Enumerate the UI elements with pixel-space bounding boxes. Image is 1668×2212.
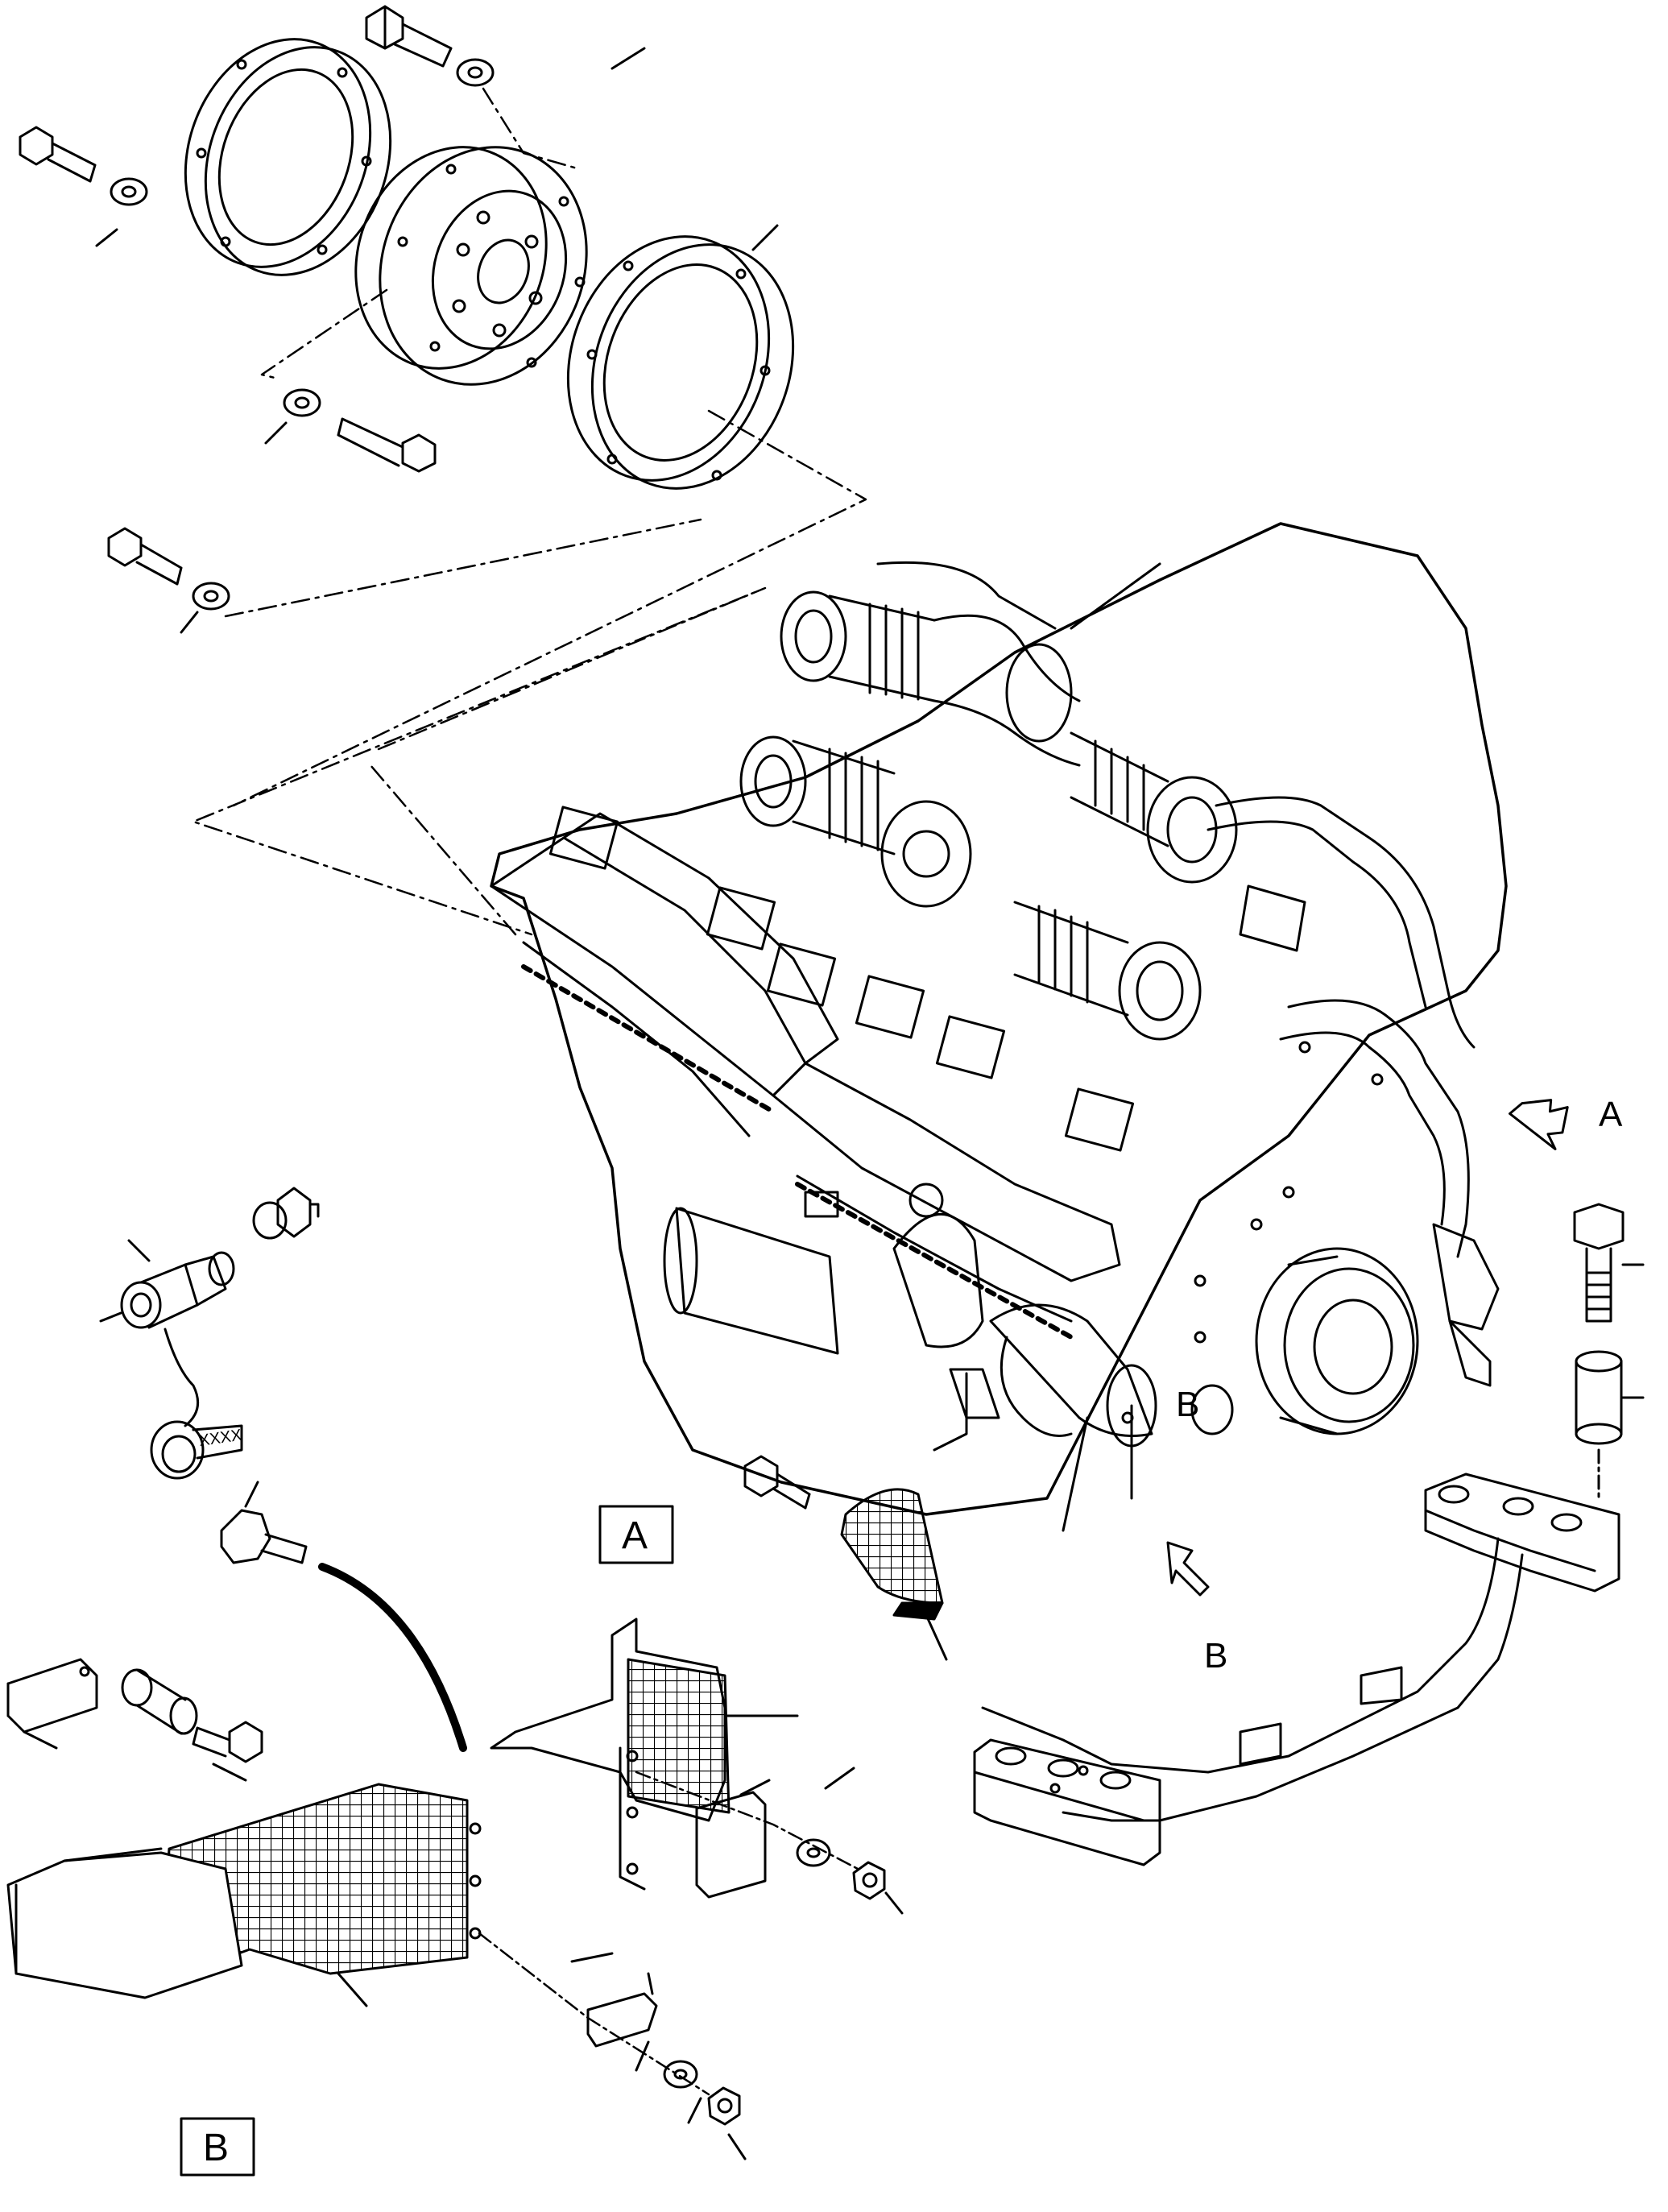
leader-coupling-2: [99, 1311, 122, 1323]
hex-bolt-bracket: [220, 1481, 308, 1564]
leader-engine: [1070, 562, 1161, 630]
view-a-box-label: A: [622, 1514, 648, 1557]
leader-top-1: [610, 47, 646, 70]
assembly-lines-bottom: [478, 1771, 859, 2096]
leader-top-3: [95, 228, 118, 247]
leader-bottom-4: [687, 2097, 702, 2124]
leader-coupling: [127, 1239, 151, 1262]
sleeve: [121, 1668, 198, 1735]
view-a-box: [598, 1505, 674, 1564]
flange-ring-right: [566, 235, 795, 490]
leader-top-2: [751, 224, 779, 251]
mesh-pad: [840, 1488, 944, 1621]
coupling-hub: [354, 146, 588, 386]
engine-mount-frame: [973, 1473, 1620, 1866]
mount-bolt: [1573, 1203, 1645, 1323]
leader-filter: [933, 1372, 968, 1452]
nut-a: [852, 1861, 886, 1900]
washer-top: [456, 58, 495, 87]
connector-curve: [318, 1563, 467, 1752]
assembly-lines-top: [192, 87, 867, 936]
quick-coupling: [120, 1251, 243, 1480]
washer-b: [663, 2060, 698, 2089]
leader-top-4: [264, 421, 288, 445]
leader-accessory: [1062, 1416, 1089, 1532]
washer-a: [796, 1838, 831, 1867]
leader-mesh-pad: [925, 1613, 948, 1661]
bolt-left: [19, 126, 97, 183]
view-b-arrow: [1166, 1541, 1210, 1597]
leader-top-5: [180, 611, 199, 634]
engine-block: [490, 522, 1508, 1516]
bolt-mid: [337, 417, 437, 473]
plate-a: [695, 1779, 771, 1899]
washer-lower: [192, 582, 230, 611]
view-a-arrow: [1509, 1099, 1569, 1150]
leader-bottom-5: [727, 2133, 747, 2160]
leader-bottom-2: [884, 1891, 904, 1915]
bolt-a: [743, 1455, 811, 1510]
guard-a: [490, 1618, 731, 1891]
mount-spacer: [1575, 1350, 1645, 1445]
adapter-fitting: [252, 1187, 320, 1240]
bolt-top: [365, 5, 453, 68]
leader-bottom-3: [635, 2040, 650, 2072]
guard-b: [6, 1783, 482, 1999]
housing-mark-label: B: [1176, 1385, 1199, 1424]
washer-mid: [283, 388, 321, 417]
view-b-box: [180, 2117, 255, 2177]
leader-sleeve: [212, 1763, 247, 1782]
bolt-sleeve: [192, 1721, 263, 1763]
bolt-lower: [107, 527, 183, 586]
view-b-arrow-label: B: [1204, 1636, 1227, 1676]
nut-b: [707, 2086, 741, 2126]
leader-bracket: [23, 1730, 58, 1750]
view-b-box-label: B: [203, 2127, 229, 2169]
small-bracket: [6, 1658, 98, 1734]
view-a-arrow-label: A: [1599, 1095, 1623, 1134]
leader-bottom-1: [824, 1767, 855, 1790]
washer-left: [110, 177, 148, 206]
plate-b: [570, 1952, 658, 2048]
leader-guard-b: [337, 1972, 368, 2007]
